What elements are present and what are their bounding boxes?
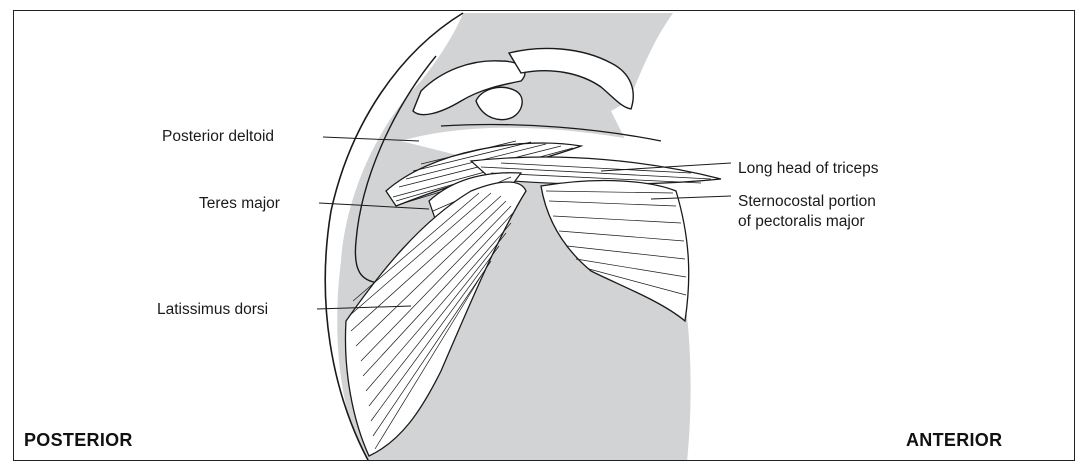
label-sternocostal-line2: of pectoralis major bbox=[738, 212, 876, 232]
figure-frame: Posterior deltoid Teres major Latissimus… bbox=[13, 10, 1075, 461]
label-teres-major: Teres major bbox=[199, 196, 280, 212]
label-posterior-deltoid: Posterior deltoid bbox=[162, 129, 274, 145]
shoulder-anatomy-illustration bbox=[14, 11, 1075, 461]
label-long-head-triceps: Long head of triceps bbox=[738, 161, 878, 177]
label-sternocostal-line1: Sternocostal portion bbox=[738, 192, 876, 212]
label-sternocostal-pectoralis: Sternocostal portion of pectoralis major bbox=[738, 192, 876, 232]
label-anterior-orientation: ANTERIOR bbox=[906, 430, 1002, 451]
label-posterior-orientation: POSTERIOR bbox=[24, 430, 133, 451]
label-latissimus-dorsi: Latissimus dorsi bbox=[157, 302, 268, 318]
